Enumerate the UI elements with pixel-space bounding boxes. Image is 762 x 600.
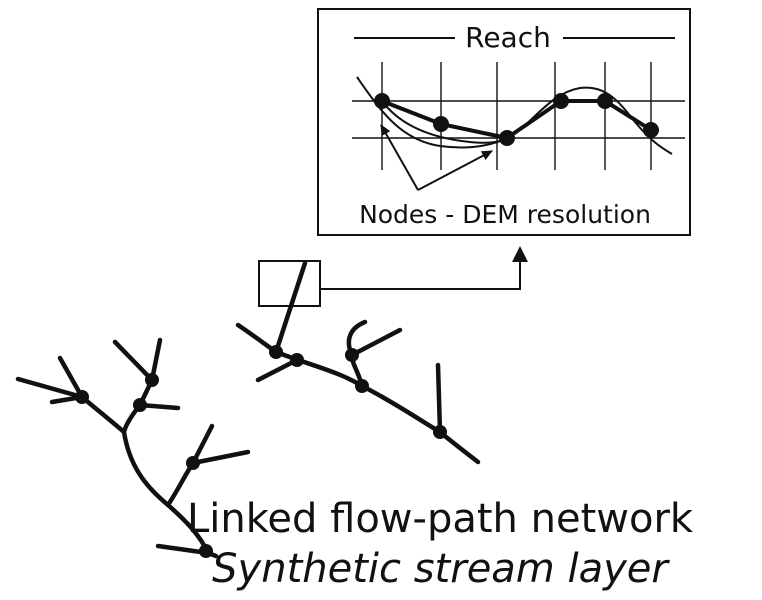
- reach-node: [433, 116, 449, 132]
- reach-node: [374, 93, 390, 109]
- callout-arrow-left: [380, 124, 419, 191]
- caption-layer: Synthetic stream layer: [212, 546, 668, 592]
- network-node: [145, 373, 159, 387]
- dem-grid: [352, 62, 685, 170]
- zoom-leader-arrowhead: [512, 246, 528, 262]
- network-node: [199, 544, 213, 558]
- network-node: [186, 456, 200, 470]
- reach-title: Reach: [465, 21, 551, 54]
- reach-node: [597, 93, 613, 109]
- network-node: [75, 390, 89, 404]
- network-node: [290, 353, 304, 367]
- reach-node: [499, 130, 515, 146]
- network-node: [133, 398, 147, 412]
- zoom-selection-box: [258, 260, 321, 307]
- left-network-nodes: [75, 373, 213, 558]
- callout-arrow-right: [417, 150, 493, 191]
- network-node: [345, 348, 359, 362]
- reach-node: [553, 93, 569, 109]
- nodes-label: Nodes - DEM resolution: [359, 200, 651, 229]
- network-node: [433, 425, 447, 439]
- reach-polyline: [381, 99, 653, 140]
- inset-frame: [317, 8, 691, 236]
- reach-inset: Reach Nodes -: [317, 8, 691, 236]
- reach-nodes: [374, 93, 659, 146]
- right-network-nodes: [269, 345, 447, 439]
- secondary-curve: [381, 100, 508, 144]
- reach-node: [643, 122, 659, 138]
- zoom-leader-arrow: [320, 252, 521, 290]
- network-node: [269, 345, 283, 359]
- caption-network: Linked flow-path network: [186, 496, 694, 542]
- network-node: [355, 379, 369, 393]
